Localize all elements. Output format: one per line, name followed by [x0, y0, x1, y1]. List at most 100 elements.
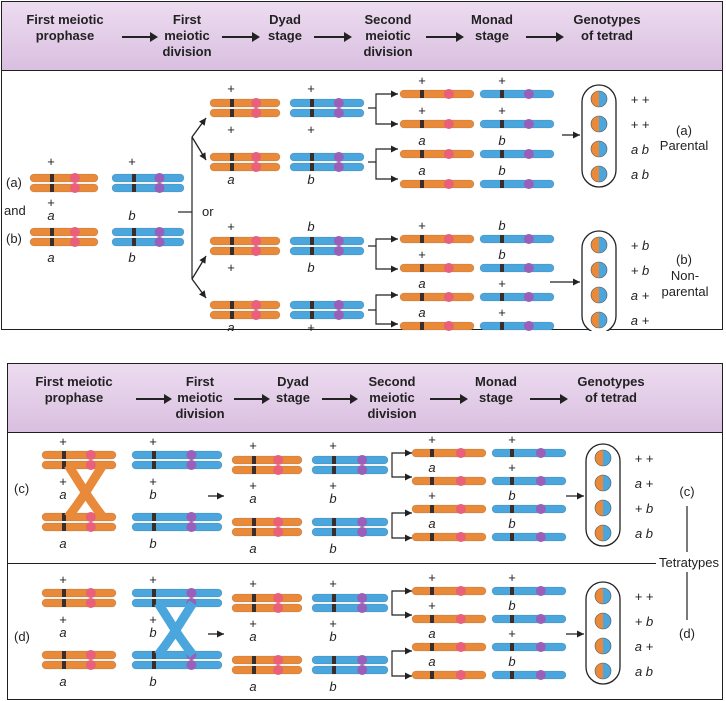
chromatid — [111, 173, 185, 183]
centromere — [154, 237, 165, 247]
spore-half — [595, 500, 603, 516]
chromatid — [231, 655, 303, 665]
gene-band — [132, 238, 136, 246]
centromere — [523, 263, 534, 273]
chromatid-body — [131, 460, 223, 470]
chromosome — [289, 236, 365, 256]
chromatid — [111, 237, 185, 247]
stage-monad: Monad stage — [475, 374, 517, 405]
chromatid-body — [399, 89, 475, 99]
chromatid — [411, 476, 487, 486]
spore-half — [595, 663, 603, 679]
chromatid — [491, 532, 567, 542]
spore — [590, 115, 608, 133]
top-panel: First meiotic prophase First meiotic div… — [1, 1, 723, 331]
centromere — [523, 292, 534, 302]
chromosome — [231, 517, 303, 537]
allele-label: + — [508, 432, 516, 447]
spore-half — [595, 475, 603, 491]
spore-half — [599, 287, 607, 303]
chromatid-body — [411, 586, 487, 596]
chromatid — [131, 588, 223, 598]
spore — [590, 286, 608, 304]
gene-band — [152, 599, 156, 607]
spore-half — [591, 287, 599, 303]
centromere — [535, 504, 546, 514]
chromatid — [479, 234, 555, 244]
allele-label: + — [128, 154, 136, 169]
chromosome — [41, 588, 117, 608]
allele-label: a — [227, 320, 234, 331]
chromatid-body — [209, 300, 281, 310]
stage-monad: Monad stage — [471, 12, 513, 43]
gene-band — [50, 228, 54, 236]
centromere — [273, 603, 284, 613]
chromosome — [41, 450, 117, 470]
gene-band — [510, 449, 514, 457]
chromosome — [311, 655, 389, 675]
centromere — [455, 532, 466, 542]
allele-label: + — [498, 305, 506, 320]
allele-label: + — [329, 478, 337, 493]
spore-half — [591, 262, 599, 278]
chromatid-body — [479, 179, 555, 189]
centromere — [443, 179, 454, 189]
gene-band — [420, 120, 424, 128]
chromatid-body — [491, 476, 567, 486]
chromatid-body — [399, 234, 475, 244]
arrow-icon — [426, 32, 464, 42]
chromatid-body — [209, 236, 281, 246]
centromere — [251, 98, 262, 108]
spore-half — [595, 525, 603, 541]
centromere — [69, 173, 80, 183]
chromatid — [209, 310, 281, 320]
stage-second-division: Second meiotic division — [363, 12, 413, 59]
chromatid-body — [41, 660, 117, 670]
chromatid-body — [289, 98, 365, 108]
chromatid — [231, 465, 303, 475]
gene-band — [430, 449, 434, 457]
chromatid-body — [131, 650, 223, 660]
gene-band — [500, 293, 504, 301]
chromatid — [209, 246, 281, 256]
centromere — [443, 89, 454, 99]
centromere — [69, 227, 80, 237]
gene-band — [62, 523, 66, 531]
arrow-head-icon — [199, 256, 206, 264]
gene-band — [510, 643, 514, 651]
branch-line — [375, 294, 396, 310]
chromatid — [131, 450, 223, 460]
gene-band — [420, 293, 424, 301]
allele-label: b — [329, 629, 336, 644]
centromere — [273, 465, 284, 475]
allele-label: + — [428, 598, 436, 613]
arrow-head-icon — [573, 131, 580, 139]
chromatid — [209, 300, 281, 310]
ascus-outline — [581, 84, 617, 188]
chromatid — [289, 152, 365, 162]
centromere — [357, 455, 368, 465]
chromatid-body — [41, 650, 117, 660]
gene-band — [420, 180, 424, 188]
chromatid — [41, 660, 117, 670]
allele-label: + — [498, 276, 506, 291]
chromatid-body — [289, 310, 365, 320]
gene-band — [152, 461, 156, 469]
chromatid — [399, 149, 475, 159]
chromatid-body — [29, 183, 99, 193]
spore — [590, 90, 608, 108]
spore-half — [595, 588, 603, 604]
allele-label: + — [227, 122, 235, 137]
centromere — [455, 642, 466, 652]
spore — [594, 587, 612, 605]
gene-band — [500, 180, 504, 188]
chromatid — [41, 522, 117, 532]
centromere — [443, 321, 454, 331]
chromatid-body — [399, 179, 475, 189]
spore-half — [599, 91, 607, 107]
spore — [590, 140, 608, 158]
arrow-head-icon — [391, 120, 398, 128]
allele-label: + — [47, 154, 55, 169]
centromere — [85, 460, 96, 470]
allele-label: + — [307, 122, 315, 137]
